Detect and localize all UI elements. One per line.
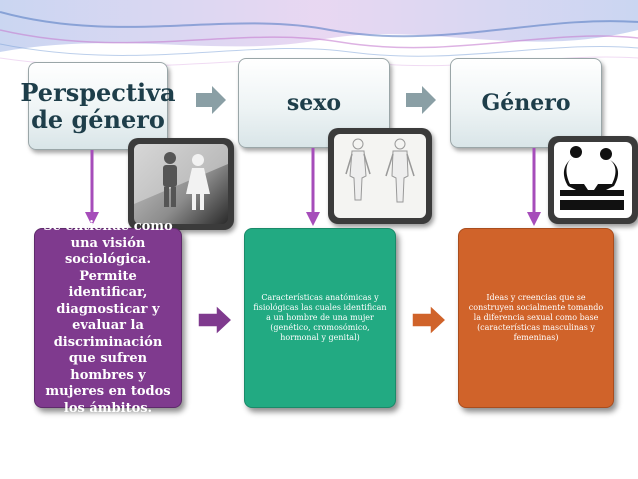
restroom-sign-icon (128, 138, 234, 230)
header-perspectiva-genero: Perspectiva de género (20, 62, 176, 150)
header-label-3: Género (481, 90, 571, 116)
connector-arrow-down-icon (306, 148, 320, 226)
definition-panel-perspectiva: Se entiende como una visión sociológica.… (34, 219, 182, 416)
connector-arrow-down-icon (85, 150, 99, 226)
definition-panel-sexo: Características anatómicas y fisiológica… (244, 228, 396, 408)
anatomy-figures-icon (328, 128, 432, 224)
arrow-right-orange-icon (412, 305, 446, 335)
arrow-right-icon (196, 86, 226, 114)
panel-text-2: Características anatómicas y fisiológica… (253, 293, 387, 342)
header-label-2: sexo (286, 90, 342, 116)
panel-text-1: Se entiende como una visión sociológica.… (43, 219, 173, 416)
connector-arrow-down-icon (527, 148, 541, 226)
header-label-1: Perspectiva de género (20, 78, 176, 134)
definition-panel-genero: Ideas y creencias que se construyen soci… (458, 228, 614, 408)
arrow-right-icon (406, 86, 436, 114)
panel-text-3: Ideas y creencias que se construyen soci… (468, 293, 604, 342)
header-genero: Género (450, 58, 602, 148)
silhouettes-couple-icon (548, 136, 638, 224)
arrow-right-purple-icon (198, 305, 232, 335)
